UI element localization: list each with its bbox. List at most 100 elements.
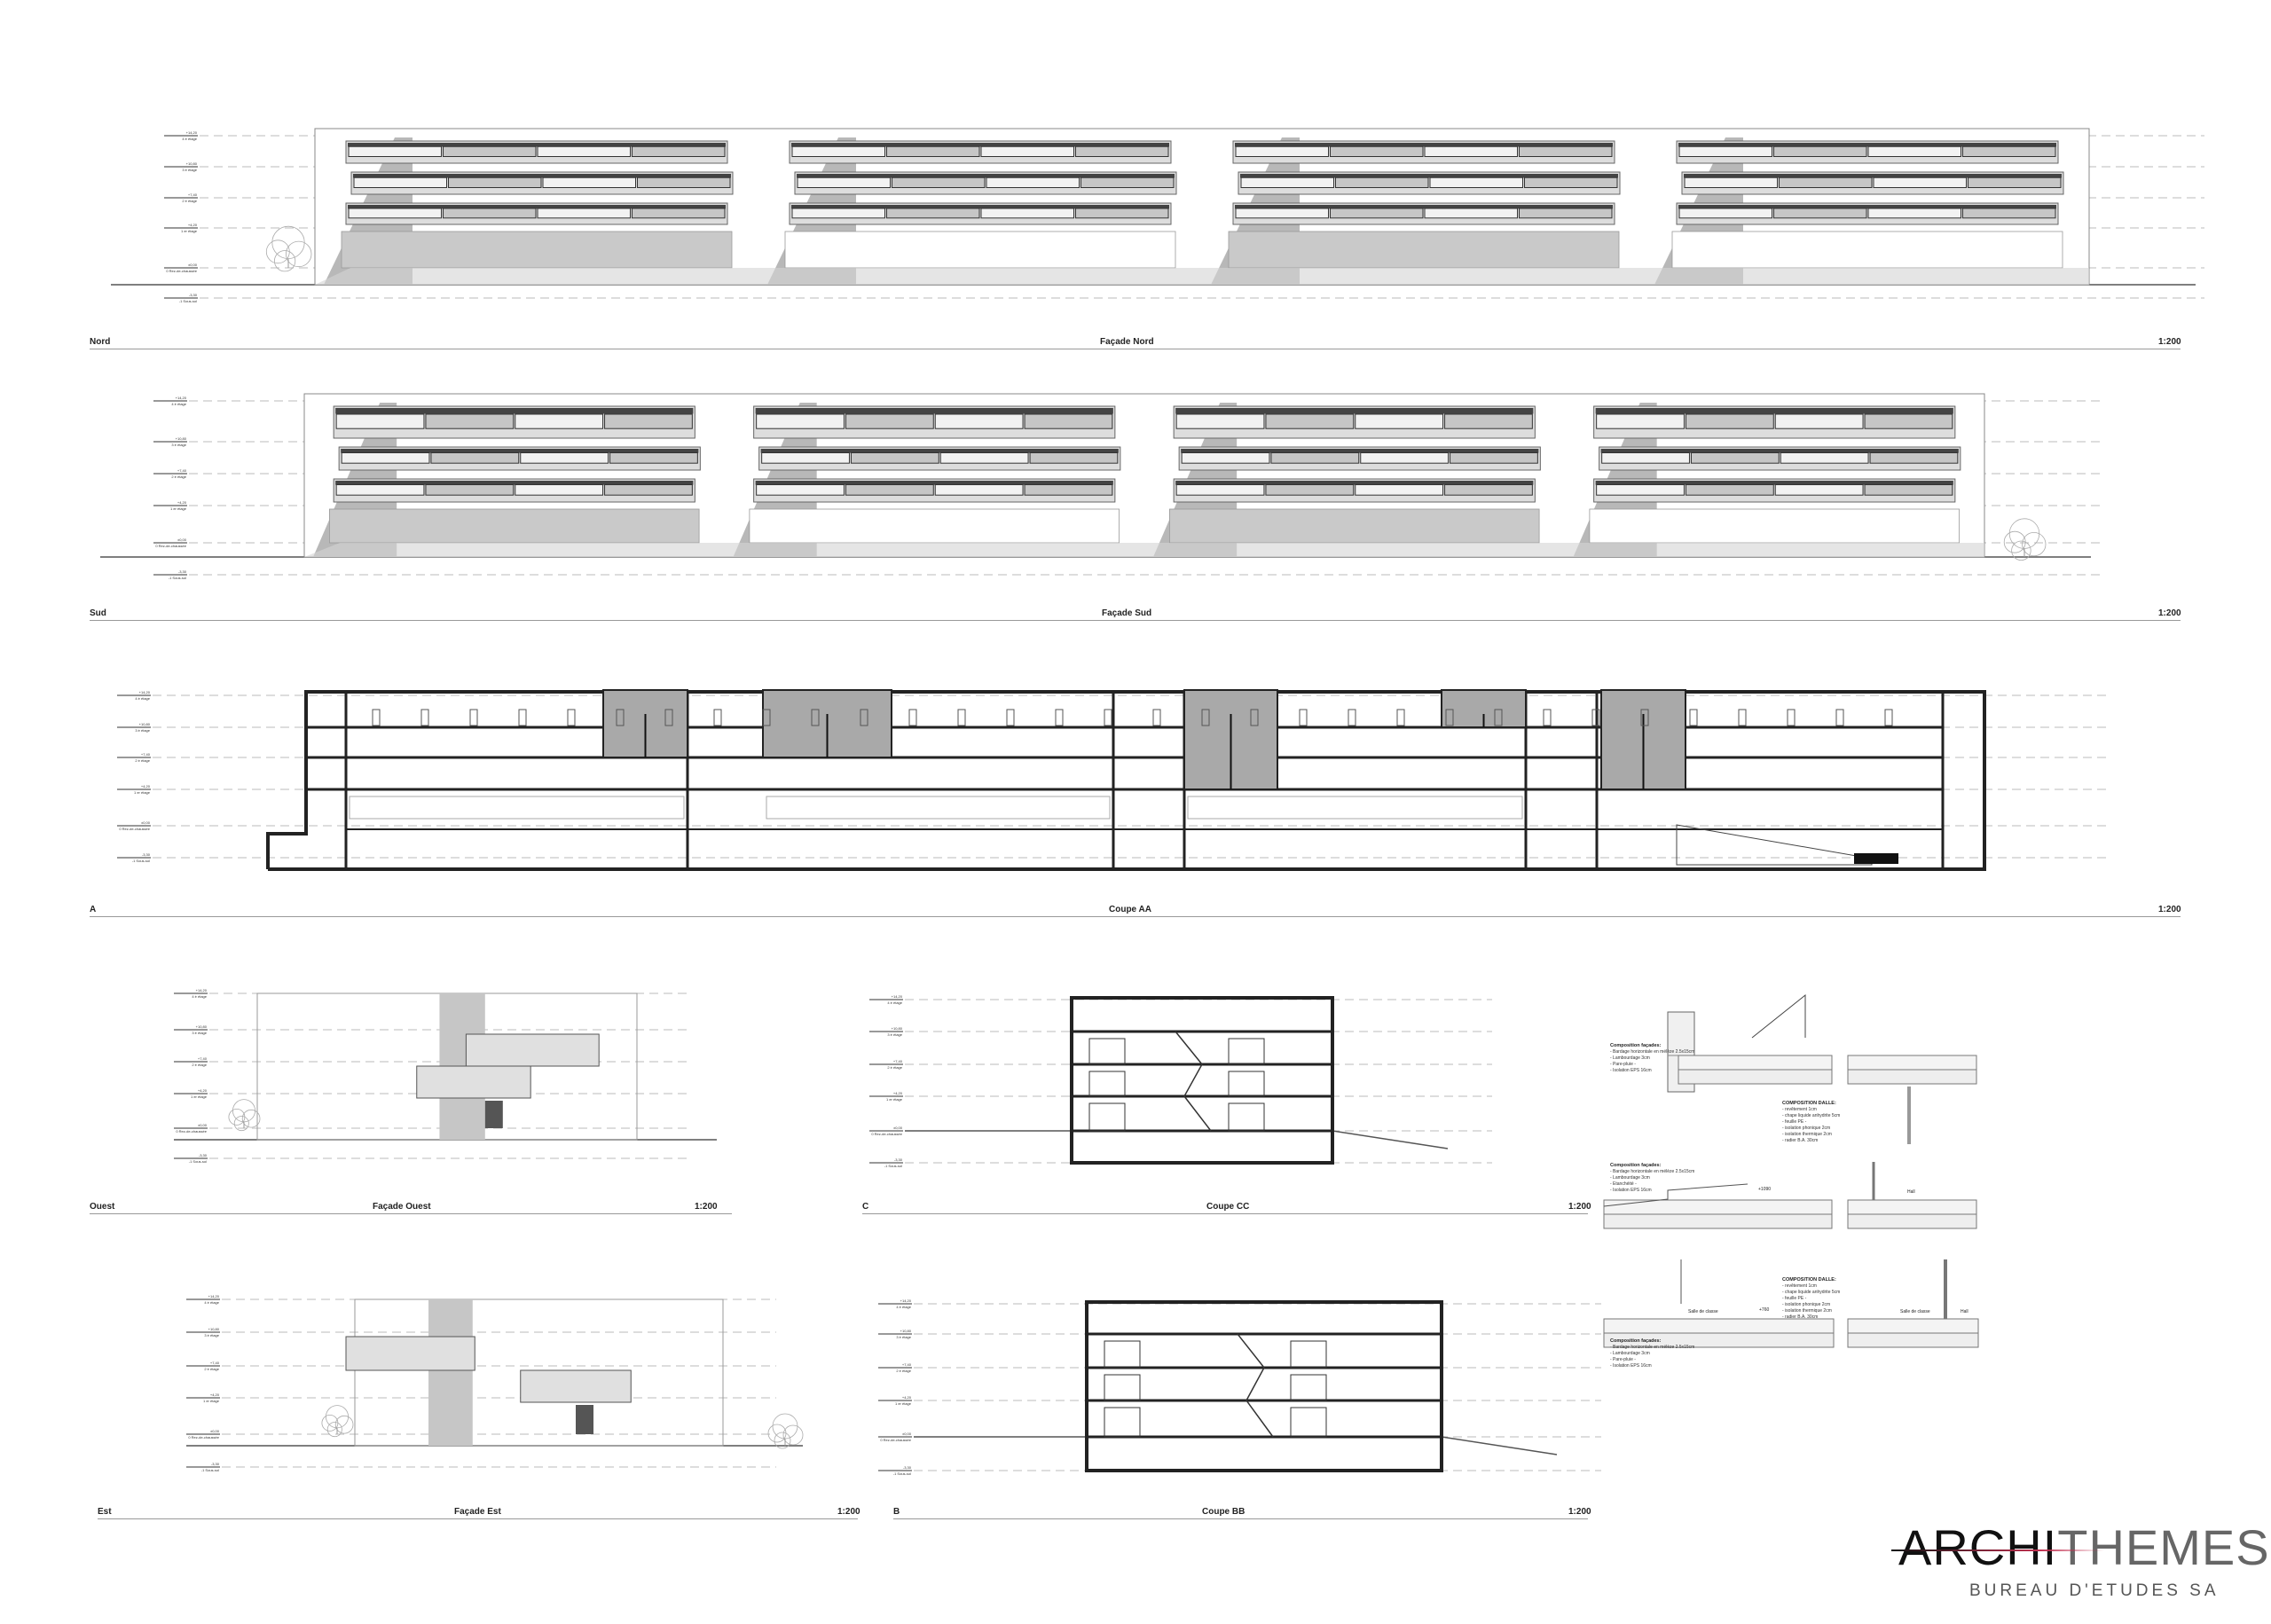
title-rule: [862, 1213, 1588, 1214]
level-name: 2 è étage: [204, 1367, 219, 1371]
ground-line: [1332, 1130, 1449, 1149]
gym-wall-panel: [766, 796, 1111, 820]
window-band-head: [755, 481, 1113, 485]
level-altitude: +10,80: [176, 436, 187, 441]
door: [762, 709, 771, 726]
window-pane: [761, 452, 850, 464]
tree-canopy: [241, 1109, 261, 1128]
window-pane: [756, 484, 845, 496]
window-pane: [1962, 145, 2056, 157]
window-pane: [791, 208, 885, 219]
window-pane: [515, 484, 604, 496]
detail-note-item: - revêtement 1cm: [1782, 1107, 1817, 1112]
ground-floor-glazing: [1228, 231, 1620, 269]
window-pane: [1450, 452, 1538, 464]
level-altitude: +4,20: [902, 1395, 912, 1400]
detail-note-item: - Pare-pluie -: [1610, 1357, 1636, 1362]
detail-note-item: - Lambourdage 3cm: [1610, 1055, 1650, 1061]
door: [713, 709, 722, 726]
door: [372, 709, 381, 726]
window-pane: [886, 145, 980, 157]
window-pane: [1873, 177, 1967, 188]
window-pane: [632, 208, 726, 219]
tree-canopy: [233, 1116, 249, 1132]
window-pane: [1429, 177, 1523, 188]
stair: [1237, 1333, 1274, 1438]
window-pane: [1678, 208, 1772, 219]
window-band-head: [1684, 174, 2062, 178]
door: [1201, 709, 1210, 726]
detail-note-item: - Bardage horizontale en mélèze 2.5x15cm: [1610, 1049, 1694, 1055]
tree-icon: [228, 1099, 261, 1132]
level-altitude: -3,30: [199, 1153, 208, 1157]
window: [1228, 1071, 1265, 1097]
logo-wordmark-dark: ARCHI: [1898, 1519, 2058, 1575]
door: [860, 709, 868, 726]
level-altitude: +14,20: [176, 396, 187, 400]
window-pane: [1524, 177, 1618, 188]
door: [1055, 709, 1064, 726]
window-pane: [1864, 484, 1953, 496]
detail-note-item: - Isolation EPS 16cm: [1610, 1068, 1652, 1073]
window-pane: [986, 177, 1080, 188]
window-pane: [980, 145, 1074, 157]
level-name: 1 er étage: [203, 1399, 220, 1403]
level-altitude: +14,20: [186, 130, 198, 135]
window-pane: [609, 452, 698, 464]
logo-subtitle: BUREAU D'ETUDES SA: [1969, 1581, 2220, 1600]
view-code: Sud: [90, 608, 106, 618]
window-pane: [335, 484, 425, 496]
level-name: 1 er étage: [170, 506, 187, 511]
door: [420, 709, 429, 726]
slab-layer: [1847, 1199, 1977, 1215]
window-band-head: [1235, 143, 1613, 147]
level-name: 0 Rez-de-chaussée: [871, 1132, 902, 1136]
coupe-bb-drawing: +14,204 è étage+10,803 è étage+7,402 è é…: [878, 1298, 1601, 1476]
view-title: Coupe AA: [1109, 905, 1151, 914]
window-pane: [1773, 145, 1867, 157]
window: [1104, 1407, 1141, 1438]
window-pane: [335, 413, 425, 429]
level-name: 0 Rez-de-chaussée: [155, 544, 186, 548]
door: [1152, 709, 1161, 726]
view-code: C: [862, 1202, 869, 1212]
window-pane: [1024, 413, 1113, 429]
level-name: 3 è étage: [887, 1032, 902, 1037]
cantilever-box: [416, 1065, 531, 1099]
level-altitude: -3,30: [178, 569, 187, 574]
window-band-head: [1175, 481, 1534, 485]
ramp-base: [1854, 853, 1898, 864]
level-name: 1 er étage: [895, 1401, 912, 1406]
detail-note-item: - isolation thermique 2cm: [1782, 1132, 1832, 1137]
level-altitude: -3,30: [903, 1465, 912, 1470]
window-pane: [934, 484, 1024, 496]
level-altitude: +4,20: [198, 1088, 208, 1093]
level-altitude: +10,80: [900, 1329, 912, 1333]
level-name: -1 Sous-sol: [179, 299, 197, 303]
window-band-head: [348, 205, 726, 209]
level-name: 3 è étage: [204, 1333, 219, 1338]
ground-floor-glazing: [1671, 231, 2063, 269]
level-name: 2 è étage: [182, 199, 197, 203]
window-pane: [1240, 177, 1334, 188]
window-pane: [1080, 177, 1175, 188]
level-altitude: +14,20: [892, 994, 903, 999]
ramp: [1676, 824, 1873, 866]
level-name: 2 è étage: [887, 1065, 902, 1070]
logo-wordmark: ARCHITHEMES: [1891, 1519, 2271, 1575]
window-pane: [850, 452, 939, 464]
window-pane: [637, 177, 731, 188]
window-pane: [1774, 484, 1864, 496]
window-pane: [1330, 145, 1424, 157]
window-pane: [1181, 452, 1270, 464]
level-name: 1 er étage: [191, 1094, 208, 1099]
ground-floor-glazing: [1169, 508, 1540, 544]
window-pane: [939, 452, 1029, 464]
title-rule: [98, 1518, 858, 1519]
level-name: 0 Rez-de-chaussée: [880, 1438, 911, 1442]
view-code: A: [90, 905, 97, 914]
elevation-mark: +760: [1759, 1307, 1769, 1313]
door: [1591, 709, 1600, 726]
detail-note-item: - isolation phonique 2cm: [1782, 1126, 1830, 1131]
level-altitude: +14,20: [196, 988, 208, 992]
